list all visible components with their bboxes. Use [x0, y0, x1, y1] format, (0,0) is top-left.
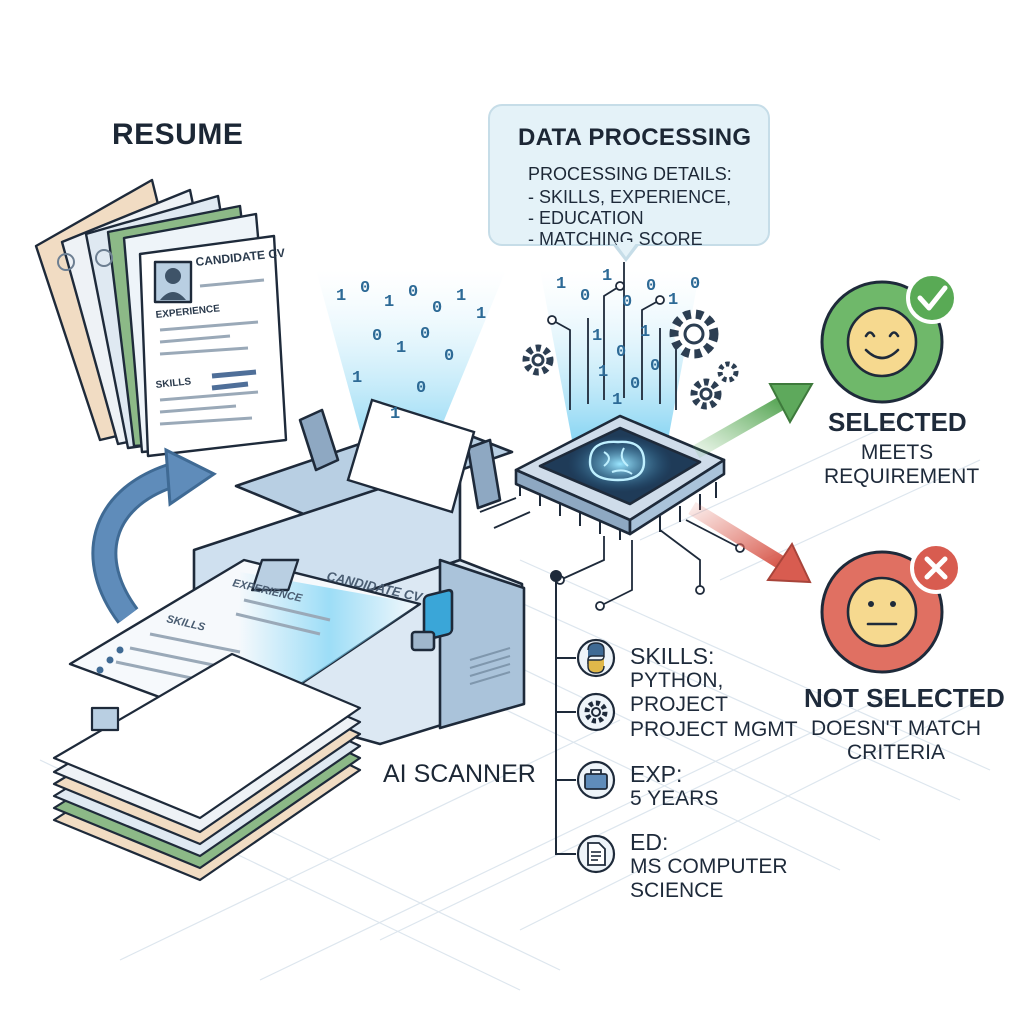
- processing-details-list: - SKILLS, EXPERIENCE, - EDUCATION - MATC…: [504, 187, 754, 251]
- data-processing-callout: DATA PROCESSING PROCESSING DETAILS: - SK…: [488, 104, 770, 249]
- processing-item: - EDUCATION: [528, 208, 644, 229]
- binary-digit: 0: [622, 293, 632, 312]
- binary-digit: 0: [360, 279, 370, 298]
- rejected-arrow: [688, 502, 812, 584]
- scan-beam: [316, 270, 506, 430]
- not-selected-title: NOT SELECTED: [804, 683, 1005, 713]
- resume-title: RESUME: [112, 118, 244, 151]
- detail-education-value: MS COMPUTER SCIENCE: [630, 855, 788, 903]
- binary-digit: 0: [630, 375, 640, 394]
- detail-skills-label: SKILLS:: [630, 643, 715, 669]
- binary-digit: 1: [352, 369, 362, 388]
- processing-item: - SKILLS, EXPERIENCE,: [528, 187, 732, 207]
- binary-digit: 1: [476, 305, 486, 324]
- detail-skills-value: PYTHON, PROJECT PROJECT MGMT: [630, 669, 798, 741]
- gear-icon: [576, 692, 616, 732]
- binary-digit: 0: [646, 277, 656, 296]
- resume-stack: [34, 178, 288, 458]
- detail-experience-label: EXP:: [630, 761, 683, 787]
- feed-arrow: [91, 447, 217, 624]
- binary-digit: 1: [602, 267, 612, 286]
- binary-digit: 0: [432, 299, 442, 318]
- binary-digit: 1: [396, 339, 406, 358]
- briefcase-icon: [576, 760, 616, 800]
- callout-pointer-fill: [615, 242, 637, 257]
- binary-digit: 1: [384, 293, 394, 312]
- binary-digit: 1: [592, 327, 602, 346]
- binary-digit: 1: [668, 291, 678, 310]
- binary-digit: 1: [640, 323, 650, 342]
- processing-item: - MATCHING SCORE: [528, 229, 703, 250]
- binary-digit: 1: [456, 287, 466, 306]
- resume-skills-label: SKILLS: [155, 376, 192, 391]
- binary-digit: 1: [336, 287, 346, 306]
- binary-digit: 0: [580, 287, 590, 306]
- binary-digit: 0: [416, 379, 426, 398]
- binary-digit: 0: [408, 283, 418, 302]
- cross-badge: [910, 542, 962, 594]
- binary-digit: 0: [444, 347, 454, 366]
- binary-digit: 1: [556, 275, 566, 294]
- detail-education: ED: MS COMPUTER SCIENCE: [630, 829, 788, 904]
- selected-title: SELECTED: [828, 407, 967, 437]
- data-processing-title: DATA PROCESSING: [518, 124, 752, 151]
- details-connector: [550, 570, 576, 855]
- output-stack: [52, 652, 362, 882]
- detail-experience-value: 5 YEARS: [630, 787, 719, 811]
- binary-digit: 0: [616, 343, 626, 362]
- ai-scanner-label: AI SCANNER: [383, 760, 536, 788]
- binary-digit: 1: [598, 363, 608, 382]
- selected-description: MEETS REQUIREMENT: [824, 441, 980, 488]
- selected-arrow: [692, 383, 814, 459]
- gear-icon: [522, 309, 739, 410]
- python-icon: [576, 638, 616, 678]
- document-icon: [576, 834, 616, 874]
- detail-experience: EXP: 5 YEARS: [630, 761, 719, 811]
- binary-digit: 1: [390, 405, 400, 424]
- binary-digit: 0: [650, 357, 660, 376]
- ai-chip: [514, 414, 726, 540]
- binary-digit: 0: [690, 275, 700, 294]
- binary-digit: 0: [420, 325, 430, 344]
- processing-details-heading: PROCESSING DETAILS:: [528, 164, 732, 184]
- resume-front-page: [153, 260, 265, 426]
- not-selected-description: DOESN'T MATCH CRITERIA: [810, 717, 982, 764]
- binary-digit: 0: [372, 327, 382, 346]
- neutral-face: [820, 550, 944, 674]
- detail-education-label: ED:: [630, 829, 669, 855]
- check-badge: [906, 272, 958, 324]
- detail-skills: SKILLS: PYTHON, PROJECT PROJECT MGMT: [630, 643, 798, 742]
- binary-digit: 1: [612, 391, 622, 410]
- paper-in: [346, 398, 476, 514]
